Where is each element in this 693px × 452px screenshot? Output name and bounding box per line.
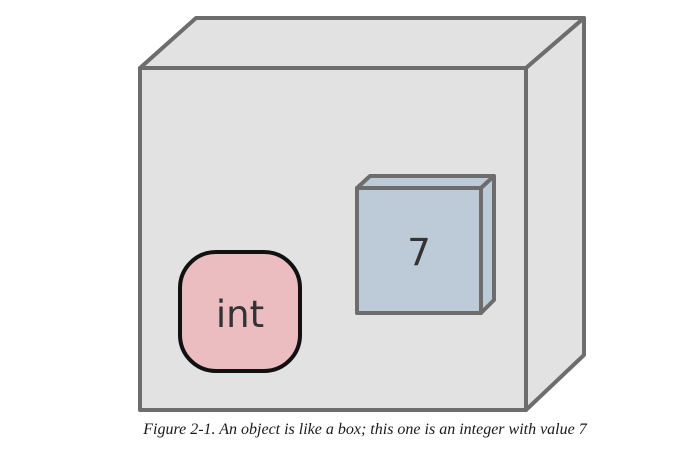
object-box-top-face bbox=[138, 16, 586, 70]
type-label: int bbox=[216, 293, 264, 336]
object-box-side-face bbox=[524, 16, 586, 412]
figure-caption: Figure 2-1. An object is like a box; thi… bbox=[143, 421, 587, 438]
type-badge-shape bbox=[178, 250, 302, 373]
value-box-front-face bbox=[355, 186, 483, 315]
type-badge: int bbox=[178, 250, 302, 373]
value-box: 7 bbox=[355, 174, 496, 315]
value-label: 7 bbox=[407, 231, 431, 274]
